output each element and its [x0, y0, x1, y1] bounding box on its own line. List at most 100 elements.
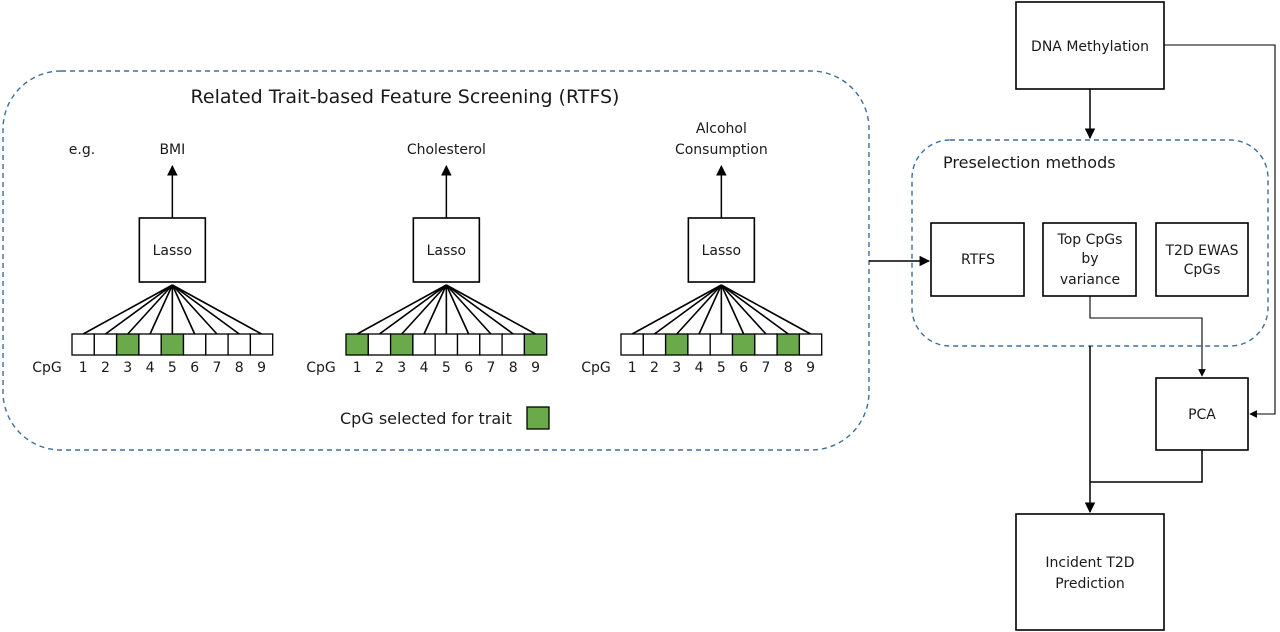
cpg-cell [798, 333, 823, 356]
cpg-cell [138, 333, 162, 356]
cpg-cell [205, 333, 229, 356]
outcome-line1: Incident T2D [1045, 555, 1134, 571]
outcome-line2: Prediction [1055, 576, 1125, 592]
lasso-box [138, 217, 207, 283]
cpg-number: 9 [806, 360, 815, 376]
lasso-connection-line [445, 284, 514, 335]
cpg-cell [709, 333, 734, 356]
dna-to-pca-arrow [1164, 44, 1276, 418]
cpg-number: 6 [739, 360, 748, 376]
example-prefix: e.g. [69, 142, 95, 158]
dna-methylation-label: DNA Methylation [1031, 39, 1149, 55]
lasso-connection-line [720, 284, 811, 335]
lasso-connection-line [171, 284, 240, 335]
cpg-cell-selected [776, 333, 801, 356]
cpg-cell [367, 333, 392, 356]
cpg-cell [71, 333, 95, 356]
lasso-connection-line [720, 284, 789, 335]
cpg-cell [642, 333, 667, 356]
cpg-number: 2 [375, 360, 384, 376]
cpg-cell-selected [160, 333, 185, 356]
trait-name: Consumption [675, 142, 768, 158]
lasso-connection-line [356, 284, 447, 335]
method-ewas-box [1155, 222, 1249, 297]
cpg-number: 6 [190, 360, 199, 376]
cpg-number: 7 [212, 360, 221, 376]
lasso-connection-line [171, 284, 262, 335]
cpg-number: 4 [146, 360, 155, 376]
cpg-cell [687, 333, 711, 356]
cpg-number: 5 [168, 360, 177, 376]
lasso-connection-line [445, 284, 470, 335]
cpg-number: 9 [531, 360, 540, 376]
variance-to-pca-arrow [1089, 296, 1206, 377]
trait-name: BMI [159, 142, 185, 158]
cpg-number: 2 [101, 360, 110, 376]
legend-swatch [526, 406, 550, 430]
cpg-cell-selected [345, 333, 369, 356]
lasso-connection-line [698, 284, 723, 335]
lasso-label: Lasso [702, 243, 742, 259]
lasso-box [412, 217, 481, 283]
method-rtfs-box [930, 222, 1025, 297]
cpg-cell-selected [115, 333, 140, 356]
lasso-connection-line [445, 284, 492, 335]
cpg-cell [620, 333, 644, 356]
cpg-axis-label: CpG [32, 360, 62, 376]
method-variance-line2: by [1081, 251, 1098, 267]
lasso-connection-line [378, 284, 447, 335]
cpg-number: 7 [761, 360, 770, 376]
cpg-axis-label: CpG [581, 360, 611, 376]
cpg-cell [456, 333, 481, 356]
method-rtfs-label: RTFS [961, 252, 995, 268]
cpg-cell-selected [664, 333, 689, 356]
pca-to-outcome-line [1090, 450, 1203, 483]
cpg-number: 3 [123, 360, 132, 376]
lasso-connection-line [171, 284, 196, 335]
trait-name: Alcohol [696, 121, 747, 137]
cpg-cell [412, 333, 436, 356]
outcome-box [1015, 513, 1165, 631]
cpg-number: 2 [650, 360, 659, 376]
cpg-cell [434, 333, 459, 356]
lasso-connection-line [720, 284, 767, 335]
cpg-number: 8 [784, 360, 793, 376]
lasso-box [687, 217, 756, 283]
lasso-connection-line [445, 284, 536, 335]
cpg-number: 7 [486, 360, 495, 376]
lasso-label: Lasso [153, 243, 193, 259]
cpg-number: 3 [672, 360, 681, 376]
lasso-connection-line [423, 284, 448, 335]
method-variance-line1: Top CpGs [1057, 232, 1123, 248]
lasso-connection-line [631, 284, 722, 335]
cpg-cell [479, 333, 503, 356]
lasso-label: Lasso [427, 243, 467, 259]
lasso-connection-line [720, 284, 745, 335]
cpg-number: 5 [717, 360, 726, 376]
cpg-number: 4 [420, 360, 429, 376]
pca-label: PCA [1188, 407, 1216, 423]
method-ewas-line2: CpGs [1184, 262, 1221, 278]
cpg-cell-selected [731, 333, 756, 356]
cpg-cell [93, 333, 118, 356]
lasso-connection-line [104, 284, 173, 335]
cpg-cell-selected [389, 333, 414, 356]
cpg-cell [501, 333, 526, 356]
preselection-title: Preselection methods [943, 153, 1116, 172]
cpg-cell-selected [523, 333, 548, 356]
lasso-connection-line [401, 284, 447, 335]
lasso-connection-line [149, 284, 174, 335]
method-variance-line3: variance [1060, 272, 1120, 288]
cpg-number: 3 [397, 360, 406, 376]
lasso-connection-line [127, 284, 173, 335]
cpg-number: 8 [235, 360, 244, 376]
cpg-number: 4 [695, 360, 704, 376]
lasso-connection-line [676, 284, 722, 335]
cpg-number: 9 [257, 360, 266, 376]
pca-box [1155, 377, 1249, 451]
cpg-number: 5 [442, 360, 451, 376]
